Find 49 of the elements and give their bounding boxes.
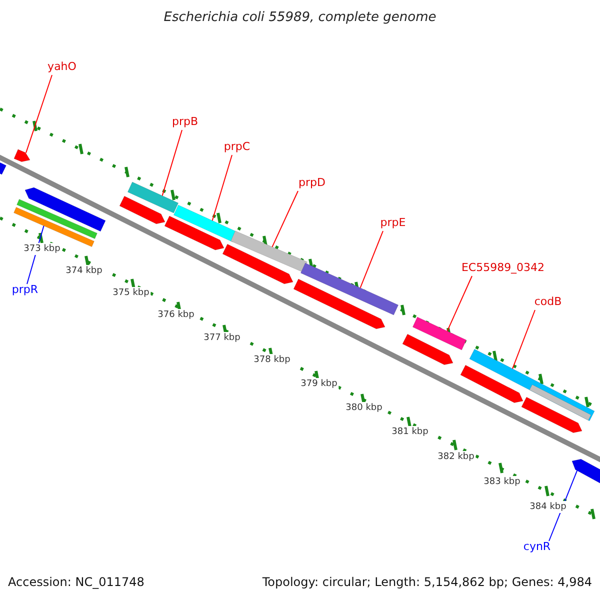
map-title: Escherichia coli 55989, complete genome [164, 10, 436, 26]
leader-line [162, 130, 182, 196]
scale-label: 375 kbp [112, 287, 150, 299]
gene-feature [572, 458, 600, 485]
gene-bar [16, 198, 98, 240]
scale-label: 379 kbp [300, 378, 338, 390]
gene-feature [460, 364, 524, 403]
leader-line [360, 230, 384, 288]
scale-label: 380 kbp [344, 402, 384, 414]
scale-label: 376 kbp [156, 309, 196, 321]
gene-label: prpC [224, 141, 250, 153]
gene-bar [127, 182, 179, 214]
footer-text: Topology: circular; Length: 5,154,862 bp; Genes: 4,984 [262, 575, 592, 589]
gene-feature [164, 216, 224, 250]
gene-feature [14, 149, 30, 162]
gene-label: codB [534, 296, 562, 308]
gene-label: EC55989_0342 [461, 262, 545, 274]
scale-label: 373 kbp [22, 243, 62, 255]
gene-bar [173, 204, 238, 242]
gene-feature [222, 244, 294, 284]
leader-line [272, 190, 298, 248]
gene-label: yahO [48, 61, 76, 73]
gene-label: prpD [298, 177, 326, 189]
gene-label: prpB [172, 116, 198, 128]
leader-line [212, 154, 232, 222]
gene-bar [529, 384, 592, 421]
gene-label: prpE [380, 217, 406, 229]
gene-bar [230, 230, 308, 272]
leader-line [446, 276, 472, 332]
gene-feature [119, 196, 166, 224]
gene-label: cynR [523, 541, 551, 553]
scale-label: 374 kbp [64, 265, 104, 277]
gene-feature [0, 162, 6, 175]
gene-feature [24, 187, 106, 232]
scale-label: 383 kbp [482, 476, 522, 488]
gene-bar [412, 316, 467, 350]
scale-label: 382 kbp [436, 451, 476, 463]
leader-line [26, 74, 52, 154]
scale-label: 377 kbp [202, 332, 242, 344]
gene-bar [300, 262, 399, 316]
gene-feature [521, 396, 582, 434]
gene-feature [293, 278, 386, 330]
scale-label: 381 kbp [390, 426, 430, 438]
gene-label: prpR [12, 284, 38, 296]
leader-line [512, 310, 536, 370]
gene-feature [402, 334, 454, 366]
scale-label: 384 kbp [528, 501, 568, 513]
footer-text: Accession: NC_011748 [8, 575, 144, 589]
scale-label: 378 kbp [252, 354, 292, 366]
